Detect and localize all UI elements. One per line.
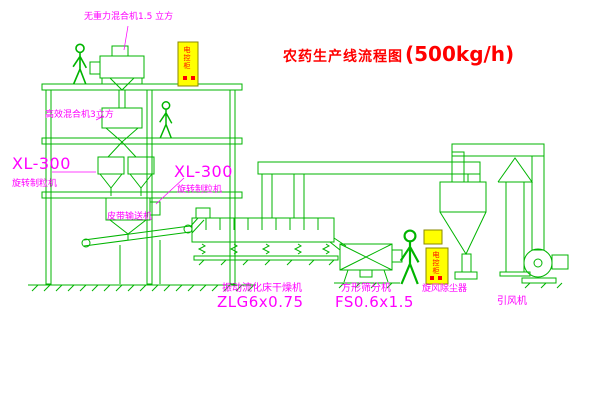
- ground-hatch: [31, 284, 255, 292]
- cabinet-top-text: 电控柜: [183, 46, 191, 70]
- label-granulator-left-model: XL-300: [12, 154, 71, 173]
- vibration-springs: [197, 243, 330, 255]
- label-dryer-model: ZLG6x0.75: [217, 293, 304, 311]
- cabinet-right-text: 电控柜: [432, 251, 440, 275]
- control-cabinet-top: [177, 41, 199, 87]
- leader-lines: [52, 25, 185, 205]
- diagram-title: 农药生产线流程图 (500kg/h): [283, 42, 514, 66]
- label-sieve-name: 方形筛分机: [341, 283, 391, 294]
- square-sieve: [334, 243, 403, 289]
- exhaust-ducts: [257, 161, 481, 219]
- indicator-light: [438, 276, 442, 280]
- label-dryer-name: 振动流化床干燥机: [222, 283, 302, 294]
- belt-conveyor: [81, 217, 205, 284]
- label-sieve-model: FS0.6x1.5: [335, 293, 414, 311]
- cyclone-outlet-duct: [451, 143, 545, 251]
- title-capacity: (500kg/h): [405, 42, 515, 66]
- person-figure: [72, 43, 88, 85]
- label-belt-conveyor: 皮带输送机: [107, 212, 153, 222]
- label-granulator-center-name: 旋转制粒机: [177, 185, 223, 195]
- building-structure: [28, 83, 256, 292]
- granulator-hoppers: [97, 156, 155, 196]
- label-fan: 引风机: [497, 296, 527, 307]
- label-high-eff-mixer: 高效混合机3立方: [45, 110, 114, 120]
- title-text: 农药生产线流程图: [283, 49, 403, 65]
- fluid-bed-dryer: [191, 207, 347, 266]
- indicator-light: [191, 76, 195, 80]
- person-figure: [158, 101, 173, 139]
- label-top-mixer: 无重力混合机1.5 立方: [84, 12, 174, 22]
- label-granulator-center-model: XL-300: [174, 162, 233, 181]
- control-cabinet-right: [423, 229, 449, 285]
- gravity-free-mixer: [89, 45, 145, 109]
- indicator-light: [430, 276, 434, 280]
- high-efficiency-mixer: [101, 107, 143, 158]
- indicator-light: [183, 76, 187, 80]
- person-figure: [399, 229, 420, 286]
- exhaust-stack: [497, 157, 533, 277]
- label-granulator-left-name: 旋转制粒机: [12, 179, 58, 189]
- label-cyclone: 旋风除尘器: [422, 284, 468, 294]
- cyclone-separator: [439, 151, 487, 280]
- induced-draft-fan: [521, 248, 569, 289]
